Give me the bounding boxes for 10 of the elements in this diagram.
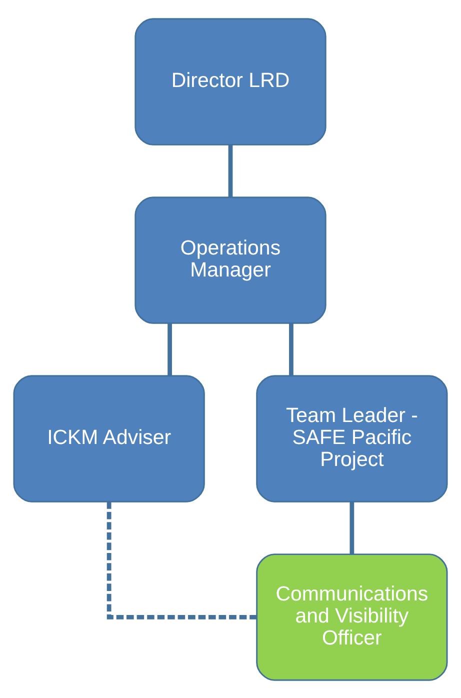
connector [228,144,233,197]
node-box: Team Leader - SAFE Pacific Project [256,374,448,502]
connector [350,501,354,554]
node-box: Operations Manager [134,196,326,324]
connector [168,322,172,376]
node-box: ICKM Adviser [13,374,205,502]
node-box: Communications and Visibility Officer [256,553,448,680]
node-box: Director LRD [134,18,326,145]
connector [106,501,257,619]
connector [289,322,294,376]
